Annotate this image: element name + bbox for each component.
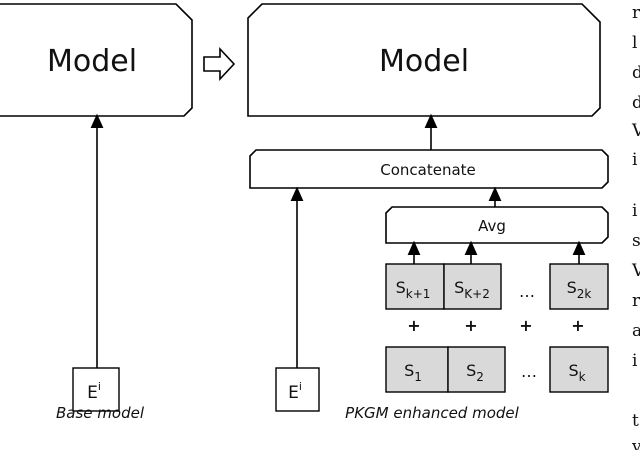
base-input-box bbox=[72, 367, 120, 412]
cropped-margin-text: r l d d V i i s V r a i t v bbox=[631, 3, 640, 450]
transition-arrow-icon bbox=[203, 46, 236, 82]
base-model-label: Model bbox=[47, 44, 137, 79]
base-model-box bbox=[0, 3, 193, 117]
s-cell-bottom-label: Sk bbox=[568, 361, 585, 384]
svg-text:i: i bbox=[632, 351, 638, 371]
enhanced-model-box bbox=[247, 3, 601, 117]
svg-text:s: s bbox=[632, 231, 640, 251]
svg-text:l: l bbox=[632, 33, 637, 53]
svg-text:r: r bbox=[632, 291, 640, 311]
svg-text:a: a bbox=[632, 321, 640, 341]
svg-text:t: t bbox=[632, 411, 639, 431]
plus-sign: + bbox=[571, 316, 584, 335]
s-cell-top-label: SK+2 bbox=[454, 278, 490, 301]
svg-text:V: V bbox=[631, 121, 640, 141]
avg-box bbox=[385, 206, 609, 244]
base-input-label: Ei bbox=[87, 380, 101, 403]
svg-text:V: V bbox=[631, 261, 640, 281]
concatenate-label: Concatenate bbox=[380, 161, 476, 179]
svg-text:i: i bbox=[632, 201, 638, 221]
s-cell-bottom bbox=[549, 346, 609, 393]
s-cell-top-label: Sk+1 bbox=[396, 278, 431, 301]
top-ellipsis: … bbox=[519, 282, 535, 301]
s-cell-top bbox=[549, 263, 609, 310]
svg-text:v: v bbox=[631, 437, 640, 450]
avg-label: Avg bbox=[478, 217, 506, 235]
plus-sign: + bbox=[519, 316, 532, 335]
s-cell-bottom bbox=[447, 346, 506, 393]
enhanced-input-box bbox=[275, 367, 320, 412]
svg-text:r: r bbox=[632, 3, 640, 23]
concatenate-box bbox=[249, 149, 609, 189]
s-cell-bottom-label: S1 bbox=[404, 361, 422, 384]
svg-text:d: d bbox=[632, 63, 640, 83]
s-cell-top-label: S2k bbox=[567, 278, 592, 301]
plus-sign: + bbox=[407, 316, 420, 335]
svg-text:d: d bbox=[632, 93, 640, 113]
svg-text:i: i bbox=[632, 150, 638, 170]
enhanced-model-caption: PKGM enhanced model bbox=[345, 404, 519, 422]
bottom-ellipsis: … bbox=[521, 362, 537, 381]
enhanced-model-label: Model bbox=[379, 44, 469, 79]
s-cell-top bbox=[443, 263, 502, 310]
enhanced-input-label: Ei bbox=[288, 380, 302, 403]
s-cell-top bbox=[385, 263, 445, 310]
base-model-caption: Base model bbox=[56, 404, 145, 422]
plus-sign: + bbox=[464, 316, 477, 335]
s-cell-bottom-label: S2 bbox=[466, 361, 484, 384]
